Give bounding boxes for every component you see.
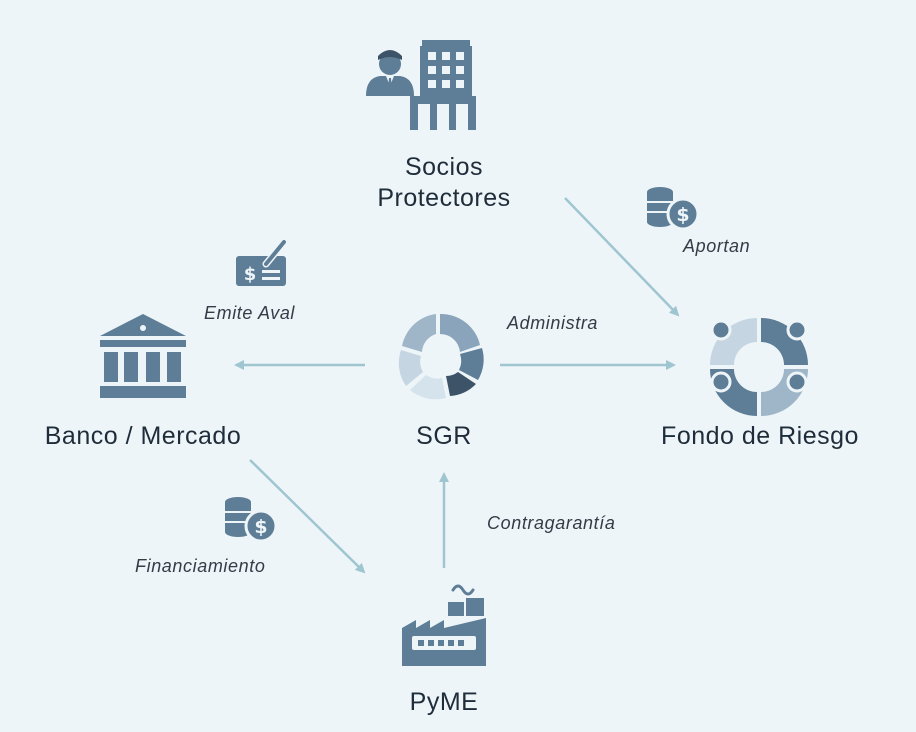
node-label-pyme: PyME [409,688,479,716]
edge-label-aportan: Aportan [683,236,751,256]
svg-text:$: $ [244,264,257,285]
socios-line2: Protectores [377,184,511,212]
svg-text:$: $ [676,204,689,226]
svg-text:$: $ [254,516,267,538]
coins-dollar-icon-financiamiento: $ [225,497,278,543]
edge-label-financiamiento: Financiamiento [135,556,266,576]
check-signature-icon: $ [236,238,288,286]
risk-fund-pie-icon [710,318,808,416]
edge-label-administra: Administra [507,313,599,333]
node-label-banco-mercado: Banco / Mercado [44,422,242,450]
factory-icon [402,584,486,666]
person-icon [366,50,414,96]
coins-dollar-icon-aportan: $ [647,187,700,231]
node-label-sgr: SGR [416,422,472,450]
edge-label-emite-aval: Emite Aval [204,303,296,323]
bank-icon [100,314,186,398]
node-label-socios-protectores: Socios Protectores [344,152,544,214]
node-label-fondo-de-riesgo: Fondo de Riesgo [661,422,859,450]
arrow-socios-to-fondo [564,197,680,317]
edge-label-contragarantia: Contragarantía [487,513,616,533]
socios-line1: Socios [404,153,484,181]
arrow-banco-to-pyme [249,459,366,574]
donut-cycle-icon [398,313,484,400]
office-building-icon [410,40,476,130]
